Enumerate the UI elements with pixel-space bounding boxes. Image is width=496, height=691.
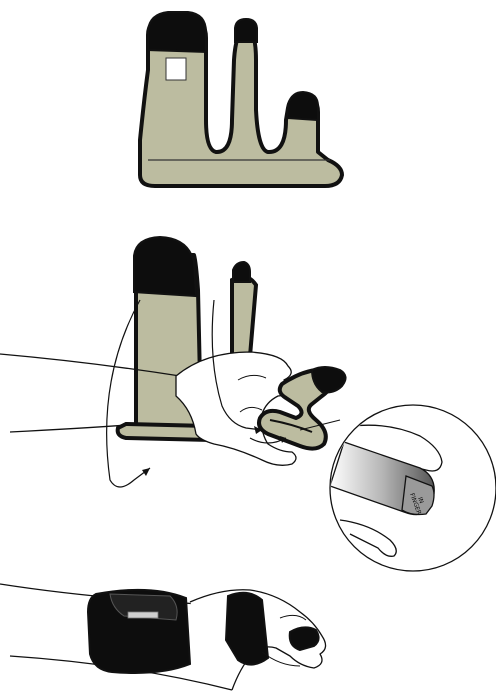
applied-splint-tip-large: [134, 237, 196, 296]
applied-splint-thin-tip: [233, 262, 250, 282]
worn-strap-label-patch: [128, 612, 158, 618]
hand-outline: [176, 352, 302, 465]
flat-splint-tip-thin: [235, 19, 257, 42]
wrap-arrow-large-head: [142, 468, 150, 476]
step-2-splint-application: [0, 237, 346, 487]
step-1-flat-splint: [140, 12, 342, 186]
worn-finger-splint: [290, 627, 319, 650]
magnified-inset: IN FINGER: [330, 405, 496, 571]
applied-splint-thin-strip: [232, 276, 256, 357]
flat-splint-tip-small: [287, 92, 318, 120]
flat-splint-label-patch: [166, 58, 186, 80]
step-3-splint-worn: [0, 584, 326, 690]
flat-splint-tip-large: [148, 12, 206, 52]
